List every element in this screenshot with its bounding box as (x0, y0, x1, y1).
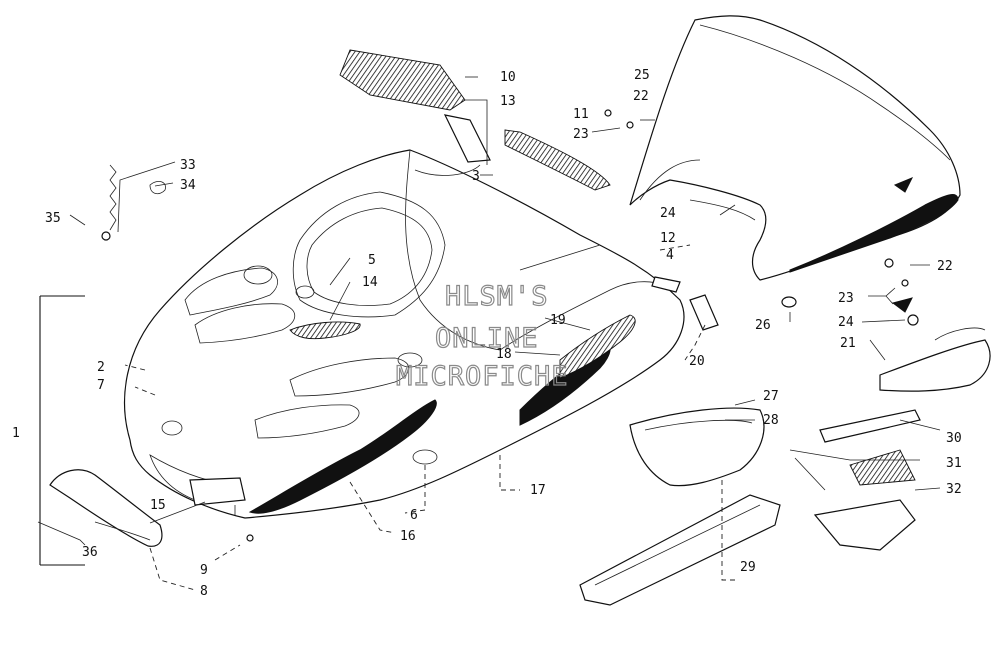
callout-labels: 1 2 3 4 5 6 7 8 9 10 11 12 13 14 15 16 1… (12, 68, 962, 599)
callout-7: 7 (97, 378, 105, 393)
callout-1: 1 (12, 426, 20, 441)
callout-3: 3 (472, 169, 480, 184)
callout-35: 35 (45, 211, 61, 226)
callout-31: 31 (946, 456, 962, 471)
callout-24-right: 24 (838, 315, 854, 330)
callout-33: 33 (180, 158, 196, 173)
callout-14: 14 (362, 275, 378, 290)
windshield (629, 15, 961, 281)
callout-24-left: 24 (660, 206, 676, 221)
small-hardware (246, 109, 919, 542)
callout-22-top: 22 (633, 89, 649, 104)
vent-11 (504, 129, 611, 191)
watermark-line-2: ONLINE (435, 323, 539, 354)
watermark: HLSM'S ONLINE MICROFICHE (395, 280, 569, 392)
callout-36: 36 (82, 545, 98, 560)
callout-29: 29 (740, 560, 756, 575)
handle-36 (49, 469, 163, 547)
callout-9: 9 (200, 563, 208, 578)
callout-5: 5 (368, 253, 376, 268)
callout-32: 32 (946, 482, 962, 497)
leader-lines (37, 76, 941, 591)
callout-23-top: 23 (573, 127, 589, 142)
callout-17: 17 (530, 483, 546, 498)
callout-10: 10 (500, 70, 516, 85)
deflector-21 (879, 327, 991, 392)
callout-23-right: 23 (838, 291, 854, 306)
callout-11: 11 (573, 107, 589, 122)
panel-29 (579, 494, 781, 606)
callout-16: 16 (400, 529, 416, 544)
pad-32 (813, 499, 916, 551)
callout-25: 25 (634, 68, 650, 83)
callout-30: 30 (946, 431, 962, 446)
watermark-line-3: MICROFICHE (396, 361, 569, 392)
callout-19: 19 (550, 313, 566, 328)
callout-28: 28 (763, 413, 779, 428)
spring-33 (101, 164, 166, 241)
strip-30 (819, 409, 921, 443)
callout-18: 18 (496, 347, 512, 362)
watermark-line-1: HLSM'S (445, 281, 549, 312)
gasket-27 (629, 407, 765, 487)
callout-4: 4 (666, 248, 674, 263)
callout-15: 15 (150, 498, 166, 513)
callout-27: 27 (763, 389, 779, 404)
callout-6: 6 (410, 508, 418, 523)
callout-22-right: 22 (937, 259, 953, 274)
decal-10 (339, 49, 466, 111)
decal-13 (443, 114, 491, 163)
callout-20: 20 (689, 354, 705, 369)
callout-26: 26 (755, 318, 771, 333)
pad-31 (849, 449, 916, 486)
callout-8: 8 (200, 584, 208, 599)
callout-2: 2 (97, 360, 105, 375)
callout-13: 13 (500, 94, 516, 109)
callout-34: 34 (180, 178, 196, 193)
callout-21: 21 (840, 336, 856, 351)
hood-assembly (123, 149, 685, 519)
callout-12: 12 (660, 231, 676, 246)
